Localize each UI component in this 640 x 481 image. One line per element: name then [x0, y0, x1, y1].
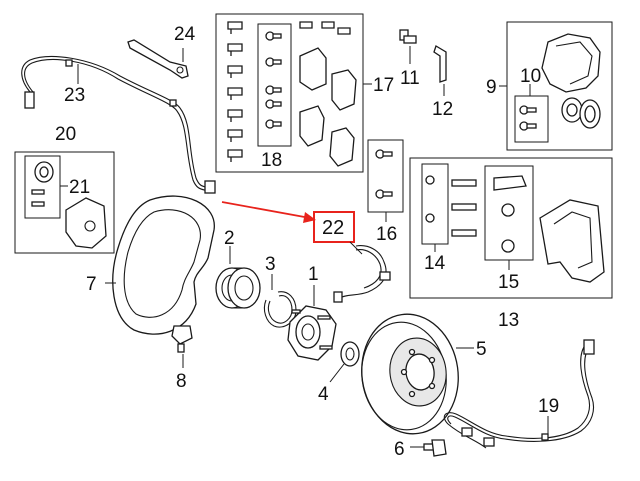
label-20: 20 [55, 124, 76, 145]
pad-bolts-18[interactable] [265, 31, 282, 129]
caliper-9[interactable] [541, 33, 601, 93]
label-1: 1 [308, 264, 319, 285]
box-13 [409, 157, 613, 299]
wheel-hub-1[interactable] [287, 305, 337, 361]
pin-boots-15[interactable] [493, 175, 527, 253]
clip-12[interactable] [433, 45, 447, 83]
pad-clips[interactable] [227, 21, 351, 162]
leader-4 [329, 363, 345, 383]
label-5: 5 [476, 339, 487, 360]
label-17: 17 [373, 75, 394, 96]
snap-ring-3[interactable] [263, 291, 297, 328]
sensor-cable-19[interactable] [443, 339, 595, 449]
highlight-arrow [221, 201, 311, 219]
label-21: 21 [69, 177, 90, 198]
bracket-24[interactable] [127, 39, 189, 79]
box-17 [215, 13, 364, 173]
box-16 [367, 139, 404, 213]
label-3: 3 [265, 254, 276, 275]
bolt-6[interactable] [423, 439, 447, 457]
brake-rotor-5[interactable] [354, 308, 466, 440]
label-19: 19 [538, 396, 559, 417]
box-21 [24, 155, 61, 219]
caliper-20[interactable] [65, 197, 107, 249]
box-20 [14, 151, 115, 254]
box-10 [514, 95, 549, 143]
label-13: 13 [498, 310, 519, 331]
caliper-bolts-10[interactable] [519, 105, 537, 131]
label-22: 22 [322, 217, 344, 239]
bolts-16[interactable] [375, 149, 393, 199]
guide-pins-14[interactable] [425, 175, 477, 237]
wheel-bearing-2[interactable] [215, 267, 261, 309]
label-23: 23 [64, 85, 85, 106]
caliper-bracket[interactable] [539, 199, 605, 283]
dust-shield-7[interactable] [112, 195, 215, 335]
label-6: 6 [394, 439, 405, 460]
label-2: 2 [224, 228, 235, 249]
label-24: 24 [174, 24, 196, 45]
label-12: 12 [432, 99, 453, 120]
label-16: 16 [376, 224, 397, 245]
label-9: 9 [486, 77, 497, 98]
highlight-arrowhead [303, 212, 316, 223]
box-18 [257, 23, 292, 147]
label-4: 4 [318, 384, 329, 405]
label-11: 11 [400, 68, 420, 89]
label-8: 8 [176, 371, 187, 392]
box-14 [421, 163, 449, 245]
bolt-8[interactable] [171, 325, 193, 353]
label-7: 7 [86, 274, 97, 295]
bolts-21[interactable] [31, 189, 45, 207]
label-10: 10 [520, 66, 541, 87]
bleeder-valve-11[interactable] [399, 29, 417, 44]
leader-22 [349, 241, 363, 255]
brake-pads[interactable] [299, 47, 357, 167]
wear-sensor-22[interactable] [333, 245, 391, 303]
label-14: 14 [424, 253, 446, 274]
hub-nut-4[interactable] [340, 341, 360, 367]
highlight-box-22 [313, 211, 355, 243]
label-18: 18 [261, 150, 282, 171]
seal-21[interactable] [34, 161, 54, 183]
abs-sensor-wire-23[interactable] [21, 55, 216, 194]
caliper-seals[interactable] [561, 97, 601, 129]
label-15: 15 [498, 272, 519, 293]
